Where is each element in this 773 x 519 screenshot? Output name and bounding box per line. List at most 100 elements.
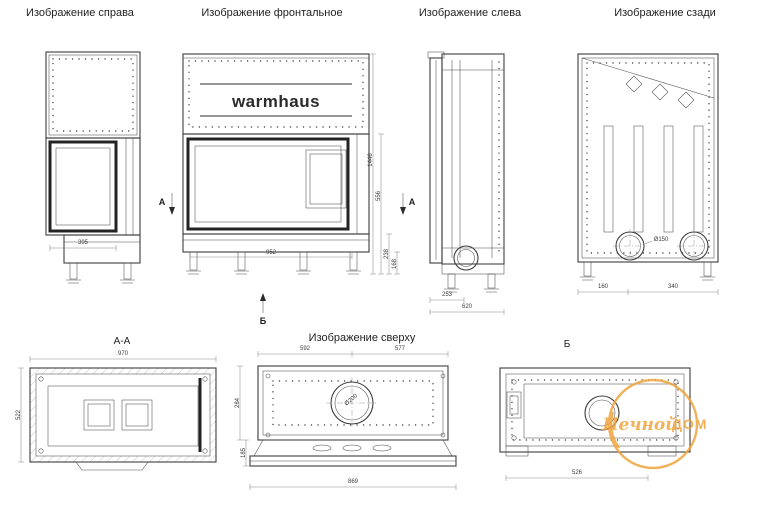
outlet-circle-inner: [588, 399, 616, 427]
view-right-side: Изображение справа 395: [26, 7, 141, 284]
bolt: [440, 432, 446, 438]
dimension-label: 395: [78, 240, 89, 246]
view-front: Изображение фронтальное warmhaus 952 144…: [159, 7, 416, 326]
outlet-circle: [584, 395, 620, 431]
body-outline: [441, 53, 505, 265]
dimension-label: 526: [572, 470, 583, 476]
view-top: Изображение сверху Ø200 592 577 869 284 …: [235, 332, 457, 490]
dimension-label-right-span: 577: [395, 346, 406, 352]
dimension-label-flue: Ø200: [344, 393, 360, 407]
dimension-line-height: [370, 53, 376, 275]
flue-crosshair: [326, 377, 378, 429]
dimension-label-left: 160: [598, 284, 609, 290]
diamond-vent: [677, 91, 695, 109]
side-glass-inner: [309, 153, 343, 205]
leg: [487, 273, 496, 289]
leg: [349, 251, 358, 271]
section-marker-label: А: [159, 197, 166, 207]
dimension-label-base: 238: [384, 248, 390, 259]
glass-door-inner: [55, 147, 111, 226]
dimension-label-flue: Ø150: [654, 237, 669, 243]
adjustable-feet: [580, 276, 715, 281]
watermark-circle: [607, 378, 699, 470]
bottom-panel-inner: [505, 373, 685, 447]
plinth-outline: [182, 233, 370, 253]
dimension-label-depth: 522: [16, 409, 22, 420]
dimension-line-base: [386, 233, 392, 275]
dimension-line-total: [249, 484, 457, 490]
dimension-label-depth-lower: 185: [241, 447, 247, 458]
diamond-vent: [625, 75, 643, 93]
view-left-title: Изображение слева: [419, 7, 522, 19]
dimension-line-depth-upper: [237, 365, 243, 441]
view-marker-label: Б: [260, 316, 267, 326]
leg: [237, 251, 246, 271]
hinge-detail: [506, 391, 522, 419]
section-inner-wall: [35, 373, 211, 457]
section-outer-wall: [29, 367, 217, 463]
dimension-line-width: [189, 253, 353, 259]
view-bottom-b: Б 526: [499, 339, 691, 481]
view-arrow-head: [260, 293, 266, 301]
screw-dots: [511, 379, 679, 441]
adjustable-feet: [186, 270, 361, 275]
dimension-label-left-span: 592: [300, 346, 311, 352]
hinge-detail-inner: [509, 395, 519, 415]
vent-slot: [663, 125, 674, 233]
view-back: Изображение сзади Ø150 160 340: [577, 7, 719, 295]
opening: [121, 399, 153, 431]
hood-inner-line: [48, 54, 138, 136]
body-horizontal-lines: [442, 69, 504, 249]
screw-dots: [586, 62, 710, 254]
body-panel-lines: [451, 60, 493, 258]
leg: [447, 273, 456, 289]
base-outline: [63, 234, 141, 264]
dimension-label-glass: 556: [376, 190, 382, 201]
dimension-line-glass: [378, 133, 384, 275]
foot-tab: [505, 445, 529, 457]
bolt: [38, 448, 44, 454]
screw-dots: [272, 380, 434, 426]
side-panel-lines: [125, 138, 134, 235]
diamond-vent: [651, 83, 669, 101]
leg: [69, 262, 78, 280]
opening-inner: [87, 403, 111, 427]
bolt: [511, 435, 517, 441]
dimension-label-leg: 168: [392, 258, 398, 269]
view-back-title: Изображение сзади: [614, 7, 716, 19]
body-inner-line: [581, 57, 715, 259]
bolt: [673, 379, 679, 385]
view-right-title: Изображение справа: [26, 7, 135, 19]
section-a-a: А-А 970 522: [16, 336, 217, 471]
dimension-line: [505, 475, 649, 481]
foot-tab: [647, 445, 677, 457]
opening-inner: [125, 403, 149, 427]
section-marker-label: А: [409, 197, 416, 207]
bolt: [202, 448, 208, 454]
circle-crosshairs: [613, 229, 711, 263]
dimension-label-depth-upper: 284: [235, 397, 241, 408]
adjustable-feet: [444, 288, 499, 293]
view-marker-b: Б: [260, 293, 267, 326]
dimension-line-offset: [429, 297, 465, 303]
bolt: [440, 373, 446, 379]
dimension-line-depth-lower: [243, 439, 249, 467]
dimension-label-right: 340: [668, 284, 679, 290]
leg: [189, 251, 198, 271]
leg: [583, 261, 592, 277]
leg: [123, 262, 132, 280]
dimension-label-width: 952: [266, 250, 277, 256]
wall-hatch: [30, 368, 216, 462]
side-glass-outline: [305, 149, 347, 209]
dimension-line: [577, 289, 719, 295]
dimension-line-width: [29, 356, 217, 362]
brand-logo-text: warmhaus: [231, 92, 320, 111]
dimension-line-depth: [18, 367, 24, 463]
dimension-label-width: 970: [118, 351, 129, 357]
convection-outlet-inner: [457, 249, 475, 267]
vent-oval: [312, 444, 332, 452]
base-outline: [441, 263, 505, 275]
vent-oval: [342, 444, 362, 452]
vent-oval: [372, 444, 392, 452]
